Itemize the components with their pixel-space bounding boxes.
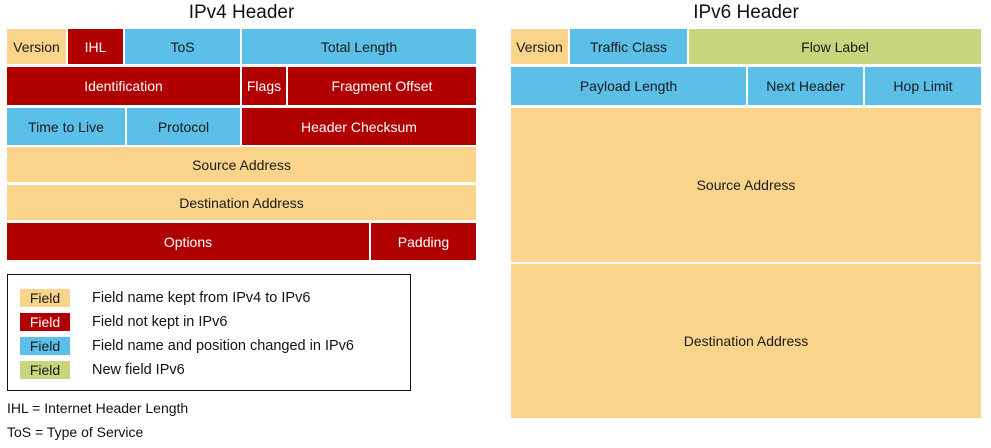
ipv6-next-header-field: Next Header [748, 67, 863, 105]
ipv6-payload-length-field: Payload Length [511, 67, 746, 105]
ipv4-padding-field: Padding [371, 223, 476, 260]
legend-text-changed: Field name and position changed in IPv6 [92, 338, 354, 354]
legend-item-new: Field New field IPv6 [20, 360, 185, 380]
legend-text-removed: Field not kept in IPv6 [92, 314, 228, 330]
ipv4-flags-field: Flags [242, 67, 286, 105]
legend-item-kept: Field Field name kept from IPv4 to IPv6 [20, 288, 310, 308]
ipv4-ihl-field: IHL [68, 29, 123, 64]
note-tos: ToS = Type of Service [7, 424, 144, 440]
legend-item-removed: Field Field not kept in IPv6 [20, 312, 227, 332]
ipv4-identification-field: Identification [7, 67, 240, 105]
legend-swatch-changed: Field [20, 337, 70, 355]
legend-text-kept: Field name kept from IPv4 to IPv6 [92, 290, 311, 306]
legend-swatch-kept: Field [20, 289, 70, 307]
ipv4-protocol-field: Protocol [127, 108, 240, 145]
ipv6-title: IPv6 Header [693, 2, 799, 23]
legend-box: Field Field name kept from IPv4 to IPv6 … [7, 274, 411, 391]
legend-item-changed: Field Field name and position changed in… [20, 336, 354, 356]
ipv4-title: IPv4 Header [188, 2, 295, 23]
ipv6-traffic-class-field: Traffic Class [570, 29, 687, 64]
ipv6-version-field: Version [511, 29, 568, 64]
ipv4-version-field: Version [7, 29, 66, 64]
ipv4-destination-address-field: Destination Address [7, 185, 476, 220]
ipv4-ttl-field: Time to Live [7, 108, 125, 145]
ipv4-tos-field: ToS [125, 29, 240, 64]
ipv4-header-checksum-field: Header Checksum [242, 108, 476, 145]
legend-swatch-new: Field [20, 361, 70, 379]
ipv6-hop-limit-field: Hop Limit [865, 67, 981, 105]
ipv4-source-address-field: Source Address [7, 147, 476, 182]
ipv6-destination-address-field: Destination Address [511, 264, 981, 418]
ipv6-flow-label-field: Flow Label [689, 29, 981, 64]
legend-text-new: New field IPv6 [92, 362, 185, 378]
ipv4-total-length-field: Total Length [242, 29, 476, 64]
legend-swatch-removed: Field [20, 313, 70, 331]
note-ihl: IHL = Internet Header Length [7, 400, 189, 416]
ipv4-fragment-offset-field: Fragment Offset [288, 67, 476, 105]
ipv4-options-field: Options [7, 223, 369, 260]
ipv6-source-address-field: Source Address [511, 108, 981, 262]
